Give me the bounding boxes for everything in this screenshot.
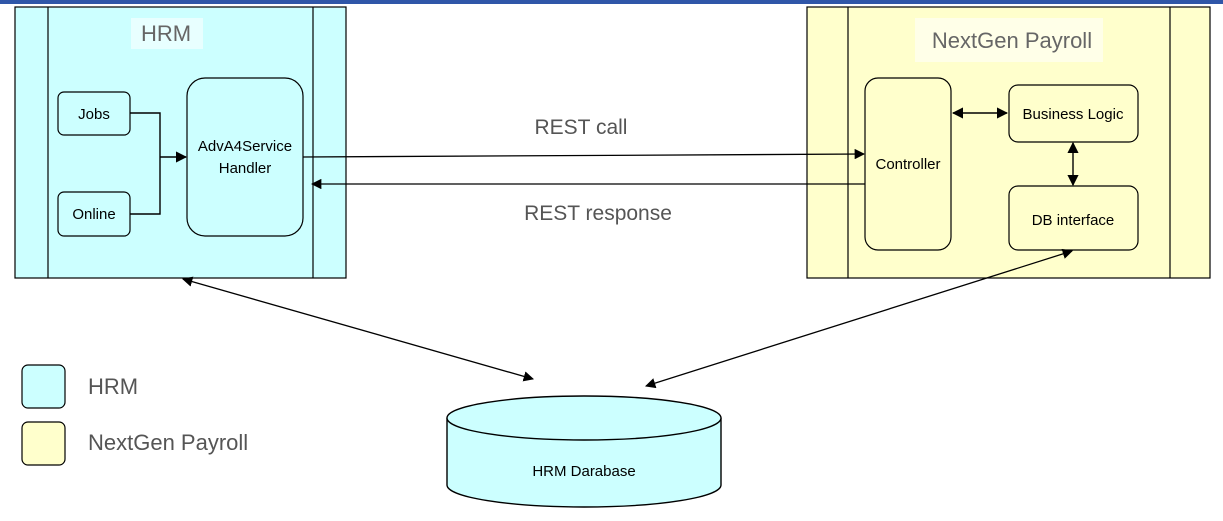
- database-top: [446, 395, 722, 441]
- hrm-title: HRM: [141, 21, 191, 46]
- service-handler-box[interactable]: [186, 77, 304, 237]
- database-body: [446, 418, 722, 508]
- db-interface-label: DB interface: [1032, 212, 1115, 229]
- hrm-container: HRM Jobs Online AdvA4Service Handler: [14, 6, 347, 279]
- hrm-db-arrow: [182, 276, 534, 382]
- window-top-border: [0, 0, 1223, 4]
- hrm-title-bg: [131, 18, 203, 49]
- legend: HRM NextGen Payroll: [21, 364, 248, 466]
- online-label: Online: [72, 206, 115, 223]
- jobs-online-connector: [130, 112, 161, 215]
- database-label: HRM Darabase: [532, 463, 635, 480]
- payroll-db-arrow: [645, 248, 1073, 389]
- service-handler-label-line2: Handler: [219, 160, 272, 177]
- rest-call-arrow: [302, 148, 866, 160]
- legend-label-hrm: HRM: [88, 374, 138, 399]
- rest-call-label: REST call: [535, 116, 628, 139]
- controller-label: Controller: [875, 156, 940, 173]
- rest-response-label: REST response: [524, 202, 672, 225]
- hrm-database[interactable]: HRM Darabase: [446, 395, 722, 508]
- legend-swatch-payroll: [21, 421, 66, 466]
- service-handler-label-line1: AdvA4Service: [198, 138, 292, 155]
- payroll-title-bg: [915, 18, 1103, 62]
- payroll-title: NextGen Payroll: [932, 28, 1092, 53]
- business-logic-label: Business Logic: [1023, 106, 1124, 123]
- jobs-label: Jobs: [78, 106, 110, 123]
- legend-label-payroll: NextGen Payroll: [88, 430, 248, 455]
- legend-swatch-hrm: [21, 364, 66, 409]
- payroll-container: NextGen Payroll Controller Business Logi…: [806, 6, 1211, 279]
